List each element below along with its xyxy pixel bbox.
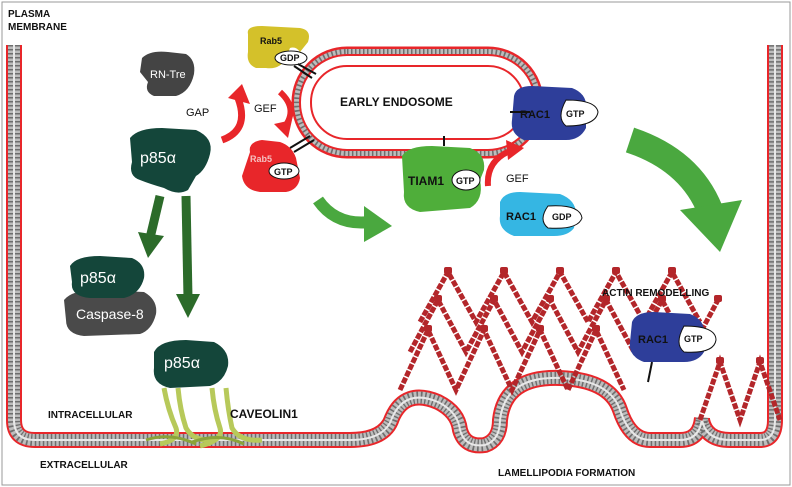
caspase8-label: Caspase-8 (76, 306, 144, 322)
rab5-to-tiam1-arrow (313, 196, 392, 242)
actin-cap (490, 295, 498, 302)
caveolin1-protein (145, 387, 263, 449)
p85-caveolin-protein (153, 340, 229, 388)
lamellipodia-label: LAMELLIPODIA FORMATION (498, 468, 635, 479)
p85-top-protein (130, 128, 211, 193)
rac1-endosome-name: RAC1 (520, 109, 550, 121)
actin-remodelling-label: ACTIN REMODELLING (602, 288, 709, 299)
actin-cap (612, 267, 620, 274)
actin-cap (602, 295, 610, 302)
rac1-actin-nucleotide: GTP (684, 334, 703, 344)
actin-network (397, 266, 783, 428)
actin-cap (556, 267, 564, 274)
gap-arrow-head (228, 84, 250, 104)
rac1-endosome-nucleotide: GTP (566, 109, 585, 119)
gef-left-label: GEF (254, 103, 277, 115)
tiam1-protein (402, 136, 485, 212)
gef-arrow-right-head (506, 140, 524, 160)
rac1-actin-protein (629, 312, 717, 383)
rab5-gtp-name: Rab5 (250, 154, 272, 164)
rac1-endosome-protein (510, 86, 599, 140)
actin-cap (536, 325, 544, 332)
p85-to-caspase-arrow (138, 194, 165, 258)
rab5-gdp-name: Rab5 (260, 36, 282, 46)
actin-cap (500, 267, 508, 274)
caveolin1-label: CAVEOLIN1 (230, 407, 298, 421)
gef-right-label: GEF (506, 173, 529, 185)
p85-caveolin-label: p85α (164, 355, 200, 372)
p85-top-label: p85α (140, 150, 176, 167)
actin-filament (697, 354, 783, 428)
tiam1-name: TIAM1 (408, 174, 444, 188)
rab5-gtp-protein (242, 135, 315, 192)
p85-caspase-complex-protein (70, 256, 145, 298)
actin-cap (592, 325, 600, 332)
rn-tre-protein (140, 51, 195, 96)
actin-cap (716, 357, 724, 364)
p85-to-caveolin-arrow (176, 195, 200, 318)
actin-cap (668, 267, 676, 274)
gap-label: GAP (186, 107, 209, 119)
actin-filament (397, 324, 627, 396)
actin-cap (546, 295, 554, 302)
actin-cap (434, 295, 442, 302)
rac1-to-actin-arrow (625, 127, 742, 252)
tiam1-nucleotide: GTP (456, 176, 475, 186)
gef-arrow-left-head (274, 120, 292, 138)
rn-tre-label: RN-Tre (150, 69, 186, 81)
gap-arrow (220, 96, 245, 144)
actin-cap (424, 325, 432, 332)
extracellular-label: EXTRACELLULAR (40, 460, 129, 471)
early-endosome-label: EARLY ENDOSOME (340, 95, 453, 109)
rac1-gdp-name: RAC1 (506, 211, 536, 223)
rab5-gtp-nucleotide: GTP (274, 167, 293, 177)
actin-cap (658, 295, 666, 302)
rab5-gdp-protein (247, 26, 317, 79)
rac1-actin-name: RAC1 (638, 334, 668, 346)
caspase8-protein (64, 290, 157, 336)
plasma-label-line2: MEMBRANE (8, 22, 67, 33)
actin-cap (444, 267, 452, 274)
p85-complex-label: p85α (80, 270, 116, 287)
intracellular-label: INTRACELLULAR (48, 410, 133, 421)
rab5-gdp-nucleotide: GDP (280, 53, 300, 63)
actin-cap (714, 295, 722, 302)
rac1-gdp-nucleotide: GDP (552, 212, 572, 222)
actin-cap (756, 357, 764, 364)
actin-cap (480, 325, 488, 332)
rac1-gdp-protein (499, 192, 583, 236)
actin-filament (407, 294, 721, 358)
plasma-label-line1: PLASMA (8, 9, 50, 20)
